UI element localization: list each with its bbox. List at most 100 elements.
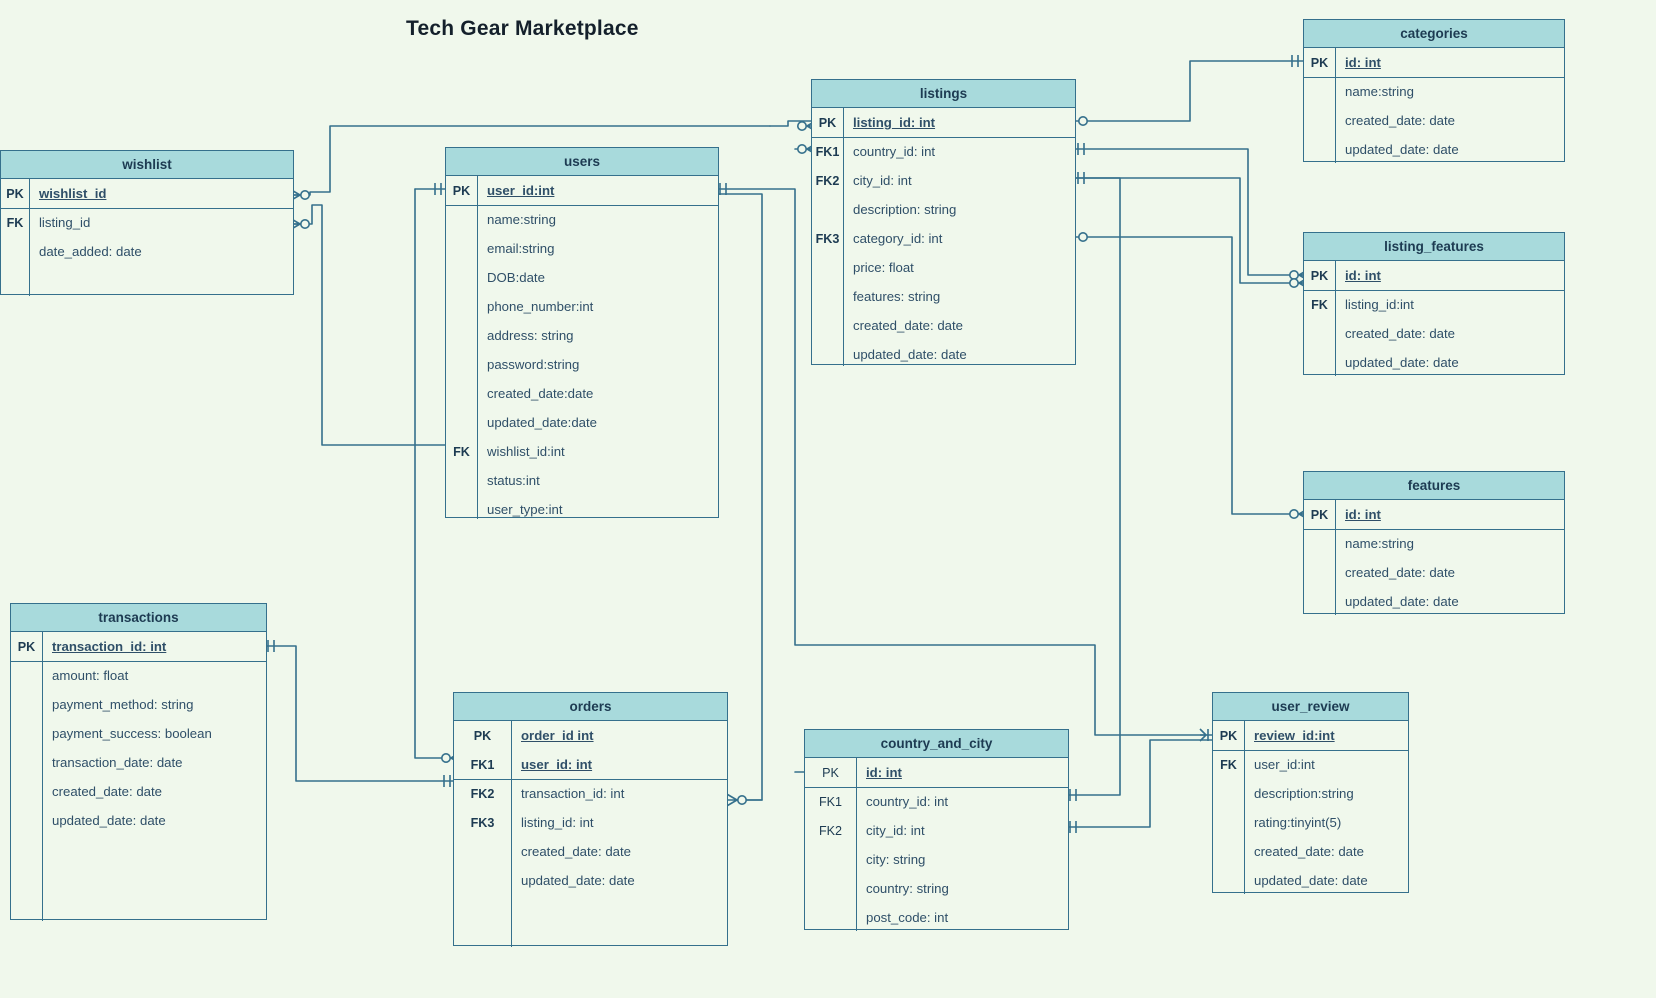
attribute-key-label: PK bbox=[17, 639, 36, 654]
attribute-key-label: FK2 bbox=[470, 786, 495, 801]
attribute-row[interactable]: updated_date: date bbox=[11, 806, 266, 835]
attribute-row[interactable]: post_code: int bbox=[805, 903, 1068, 932]
attribute-row[interactable]: created_date: date bbox=[454, 837, 727, 866]
attribute-row[interactable]: payment_method: string bbox=[11, 690, 266, 719]
attribute-row[interactable]: email:string bbox=[446, 234, 718, 263]
primary-key-divider bbox=[1304, 529, 1564, 530]
attribute-row[interactable]: date_added: date bbox=[1, 237, 293, 266]
primary-key-divider bbox=[446, 205, 718, 206]
attribute-row[interactable]: status:int bbox=[446, 466, 718, 495]
attribute-name: updated_date: date bbox=[521, 873, 635, 888]
attribute-name: created_date: date bbox=[1254, 844, 1364, 859]
attribute-name: DOB:date bbox=[487, 270, 545, 285]
attribute-row[interactable]: created_date: date bbox=[1304, 106, 1564, 135]
attribute-row[interactable]: payment_success: boolean bbox=[11, 719, 266, 748]
attribute-key-label: PK bbox=[822, 765, 839, 780]
attribute-row[interactable]: user_type:int bbox=[446, 495, 718, 524]
attribute-key-label: FK3 bbox=[815, 231, 840, 246]
attribute-name: updated_date: date bbox=[1345, 594, 1459, 609]
attribute-name: city: string bbox=[866, 852, 926, 867]
attribute-row[interactable]: updated_date: date bbox=[454, 866, 727, 895]
attribute-key-label: FK1 bbox=[470, 757, 495, 772]
entity-title-listing_features: listing_features bbox=[1304, 233, 1564, 261]
attribute-row[interactable]: rating:tinyint(5) bbox=[1213, 808, 1408, 837]
attribute-key-label: FK bbox=[1220, 757, 1237, 772]
attribute-row[interactable]: city: string bbox=[805, 845, 1068, 874]
attribute-name: price: float bbox=[853, 260, 914, 275]
attribute-row[interactable]: updated_date: date bbox=[1304, 587, 1564, 616]
attribute-row[interactable]: amount: float bbox=[11, 661, 266, 690]
primary-key-divider bbox=[812, 137, 1075, 138]
attribute-key-label: PK bbox=[6, 186, 24, 201]
attribute-key-label: PK bbox=[452, 183, 471, 198]
attribute-row[interactable]: transaction_date: date bbox=[11, 748, 266, 777]
attribute-row[interactable]: created_date: date bbox=[11, 777, 266, 806]
attribute-key-label: PK bbox=[1310, 268, 1329, 283]
attribute-row[interactable]: name:string bbox=[1304, 529, 1564, 558]
attribute-row[interactable]: address: string bbox=[446, 321, 718, 350]
attribute-name: wishlist_id:int bbox=[487, 444, 565, 459]
attribute-row[interactable]: FK listing_id:int bbox=[1304, 290, 1564, 319]
attribute-row[interactable]: phone_number:int bbox=[446, 292, 718, 321]
attribute-row[interactable]: password:string bbox=[446, 350, 718, 379]
attribute-row[interactable]: updated_date: date bbox=[1304, 348, 1564, 377]
attribute-row[interactable]: updated_date: date bbox=[1213, 866, 1408, 895]
attribute-row[interactable]: created_date: date bbox=[812, 311, 1075, 340]
attribute-row[interactable]: FK3 category_id: int bbox=[812, 224, 1075, 253]
primary-key-divider bbox=[1213, 750, 1408, 751]
attribute-row[interactable]: description: string bbox=[812, 195, 1075, 224]
attribute-row[interactable]: created_date: date bbox=[1304, 319, 1564, 348]
attribute-row[interactable]: updated_date:date bbox=[446, 408, 718, 437]
attribute-row[interactable]: updated_date: date bbox=[1304, 135, 1564, 164]
attribute-row[interactable]: features: string bbox=[812, 282, 1075, 311]
attribute-row[interactable]: created_date: date bbox=[1213, 837, 1408, 866]
attribute-name: category_id: int bbox=[853, 231, 943, 246]
attribute-name: country: string bbox=[866, 881, 949, 896]
attribute-row[interactable]: created_date: date bbox=[1304, 558, 1564, 587]
attribute-row[interactable]: name:string bbox=[446, 205, 718, 234]
attribute-row[interactable]: created_date:date bbox=[446, 379, 718, 408]
entity-title-user_review: user_review bbox=[1213, 693, 1408, 721]
attribute-row[interactable]: DOB:date bbox=[446, 263, 718, 292]
attribute-row[interactable]: country: string bbox=[805, 874, 1068, 903]
attribute-key-label: FK bbox=[1311, 297, 1328, 312]
attribute-name: listing_id:int bbox=[1345, 297, 1414, 312]
attribute-row[interactable]: price: float bbox=[812, 253, 1075, 282]
attribute-row[interactable]: description:string bbox=[1213, 779, 1408, 808]
attribute-row[interactable]: updated_date: date bbox=[812, 340, 1075, 369]
attribute-row[interactable]: name:string bbox=[1304, 77, 1564, 106]
